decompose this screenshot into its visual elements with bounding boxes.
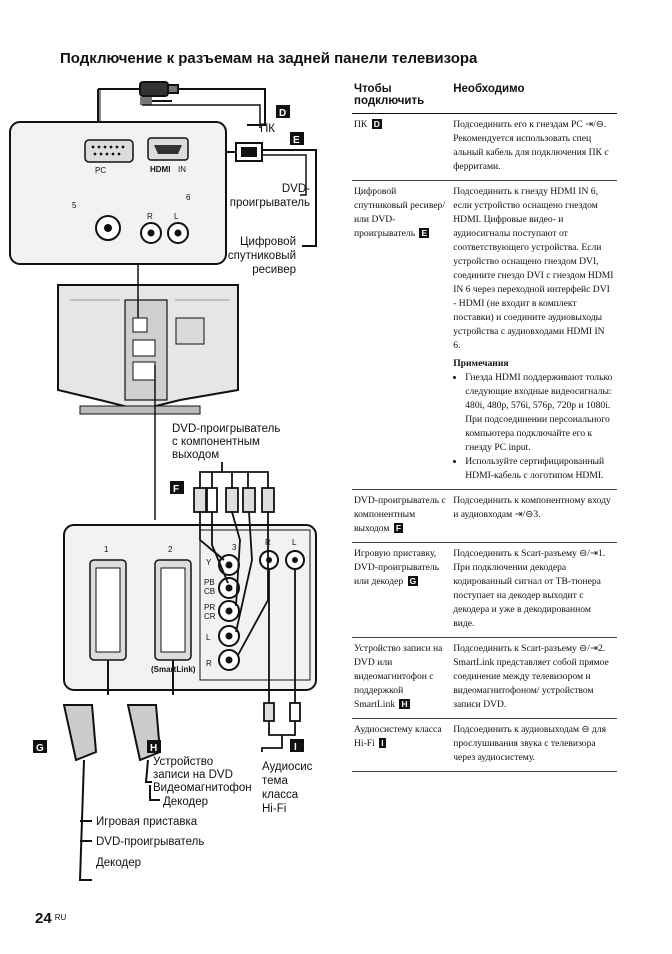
svg-text:HDMI: HDMI: [150, 165, 170, 174]
svg-text:Hi-Fi: Hi-Fi: [262, 803, 286, 815]
marker-f: F: [170, 481, 184, 495]
marker-badge: F: [393, 523, 404, 533]
svg-text:DVD-проигрыватель: DVD-проигрыватель: [172, 423, 280, 435]
header-connect: Чтобы подключить: [352, 78, 450, 114]
instruction-component: Подсоединить к компонентному входу и ауд…: [449, 489, 617, 543]
marker-badge: I: [379, 738, 386, 748]
page-lang: RU: [54, 913, 67, 922]
instruction-scart2: Подсоединить к Scart-разъему ⊖/⇥2. Smart…: [449, 637, 617, 719]
marker-badge: E: [419, 228, 430, 238]
marker-i: I: [290, 739, 304, 753]
svg-text:тема: тема: [262, 775, 288, 787]
table-row: Устройство записи на DVD или видеомагнит…: [352, 637, 617, 719]
svg-text:ресивер: ресивер: [252, 264, 296, 276]
notes-title: Примечания: [453, 358, 509, 369]
svg-text:L: L: [292, 538, 297, 547]
svg-text:L: L: [206, 633, 211, 642]
device-scart2: Устройство записи на DVD или видеомагнит…: [354, 643, 443, 710]
svg-text:F: F: [173, 484, 179, 495]
svg-text:L: L: [174, 212, 179, 221]
table-row: Аудиосистему класса Hi-Fi I Подсоединить…: [352, 718, 617, 772]
svg-text:CB: CB: [204, 587, 215, 596]
note-item: Используйте сертифицированный HDMI-кабел…: [465, 455, 614, 483]
device-scart1: Игровую приставку, DVD-проигрыватель или…: [354, 548, 440, 587]
table-header-row: Чтобы подключить Необходимо: [352, 78, 617, 114]
hdmi-cable: [226, 142, 317, 247]
marker-g: G: [33, 740, 47, 754]
page-title: Подключение к разъемам на задней панели …: [60, 50, 478, 67]
page-number: 24: [35, 910, 52, 927]
svg-text:Цифровой: Цифровой: [240, 236, 296, 248]
svg-text:DVD-: DVD-: [282, 183, 310, 195]
svg-text:R: R: [206, 659, 212, 668]
connection-table: Чтобы подключить Необходимо ПК D Подсоед…: [352, 78, 617, 772]
marker-h: H: [147, 740, 161, 754]
bottom-connector-panel: 1 2 (SmartLink) 3 Y PB CB PR CR L R: [63, 524, 317, 691]
device-hdmi: Цифровой спутниковый ресивер/ или DVD-пр…: [354, 186, 446, 239]
notes-list: Гнезда HDMI поддерживают только следующи…: [453, 371, 614, 483]
svg-text:H: H: [150, 743, 157, 754]
instruction-hdmi: Подсоединить к гнезду HDMI IN 6, если ус…: [453, 186, 614, 351]
table-row: Цифровой спутниковый ресивер/ или DVD-пр…: [352, 180, 617, 490]
svg-text:Устройство: Устройство: [153, 756, 213, 768]
audio-cable: [261, 569, 301, 752]
pc-label: ПК: [260, 123, 275, 135]
svg-text:Игровая приставка: Игровая приставка: [96, 816, 198, 828]
table-row: ПК D Подсоединить его к гнездам PC ⇥/⊖. …: [352, 113, 617, 181]
svg-text:G: G: [36, 743, 44, 754]
svg-text:выходом: выходом: [172, 449, 219, 461]
top-connector-panel: PC HDMI IN 5 6 R L: [9, 121, 227, 265]
svg-text:записи на DVD: записи на DVD: [153, 769, 233, 781]
marker-e: E: [290, 132, 304, 146]
svg-text:IN: IN: [178, 165, 186, 174]
svg-text:E: E: [293, 135, 300, 146]
svg-text:DVD-проигрыватель: DVD-проигрыватель: [96, 836, 204, 848]
svg-text:PC: PC: [95, 166, 106, 175]
svg-text:PB: PB: [204, 578, 215, 587]
svg-text:PR: PR: [204, 603, 215, 612]
svg-text:I: I: [294, 742, 297, 753]
marker-d: D: [276, 105, 290, 119]
tv-back: [57, 284, 239, 415]
table-row: DVD-проигрыватель с компонентным выходом…: [352, 489, 617, 543]
svg-text:3: 3: [232, 543, 237, 552]
marker-badge: D: [371, 119, 382, 129]
svg-text:2: 2: [168, 545, 173, 554]
device-component: DVD-проигрыватель с компонентным выходом: [354, 495, 446, 534]
pc-port: [84, 139, 134, 163]
svg-text:6: 6: [186, 193, 191, 202]
svg-text:Аудиосис: Аудиосис: [262, 761, 313, 773]
device-pc: ПК: [354, 119, 368, 130]
table-row: Игровую приставку, DVD-проигрыватель или…: [352, 542, 617, 638]
instruction-audio: Подсоединить к аудиовыходам ⊖ для прослу…: [449, 718, 617, 772]
instruction-scart1: Подсоединить к Scart-разъему ⊖/⇥1. При п…: [449, 542, 617, 638]
svg-text:Декодер: Декодер: [96, 857, 141, 869]
svg-text:проигрыватель: проигрыватель: [230, 197, 310, 209]
svg-text:Y: Y: [206, 558, 212, 567]
svg-text:Декодер: Декодер: [163, 796, 208, 808]
svg-text:с компонентным: с компонентным: [172, 436, 260, 448]
svg-text:1: 1: [104, 545, 109, 554]
svg-text:R: R: [147, 212, 153, 221]
svg-text:D: D: [279, 108, 286, 119]
svg-text:CR: CR: [204, 612, 216, 621]
component-cable: [193, 462, 275, 513]
svg-text:Видеомагнитофон: Видеомагнитофон: [153, 782, 252, 794]
svg-text:спутниковый: спутниковый: [228, 250, 296, 262]
marker-badge: G: [407, 576, 419, 586]
marker-badge: H: [399, 699, 410, 709]
svg-text:5: 5: [72, 201, 77, 210]
header-needed: Необходимо: [449, 78, 617, 114]
device-audio: Аудиосистему класса Hi-Fi: [354, 724, 442, 749]
instruction-pc: Подсоединить его к гнездам PC ⇥/⊖. Реком…: [449, 113, 617, 181]
svg-text:класса: класса: [262, 789, 299, 801]
note-item: Гнезда HDMI поддерживают только следующи…: [465, 371, 614, 455]
